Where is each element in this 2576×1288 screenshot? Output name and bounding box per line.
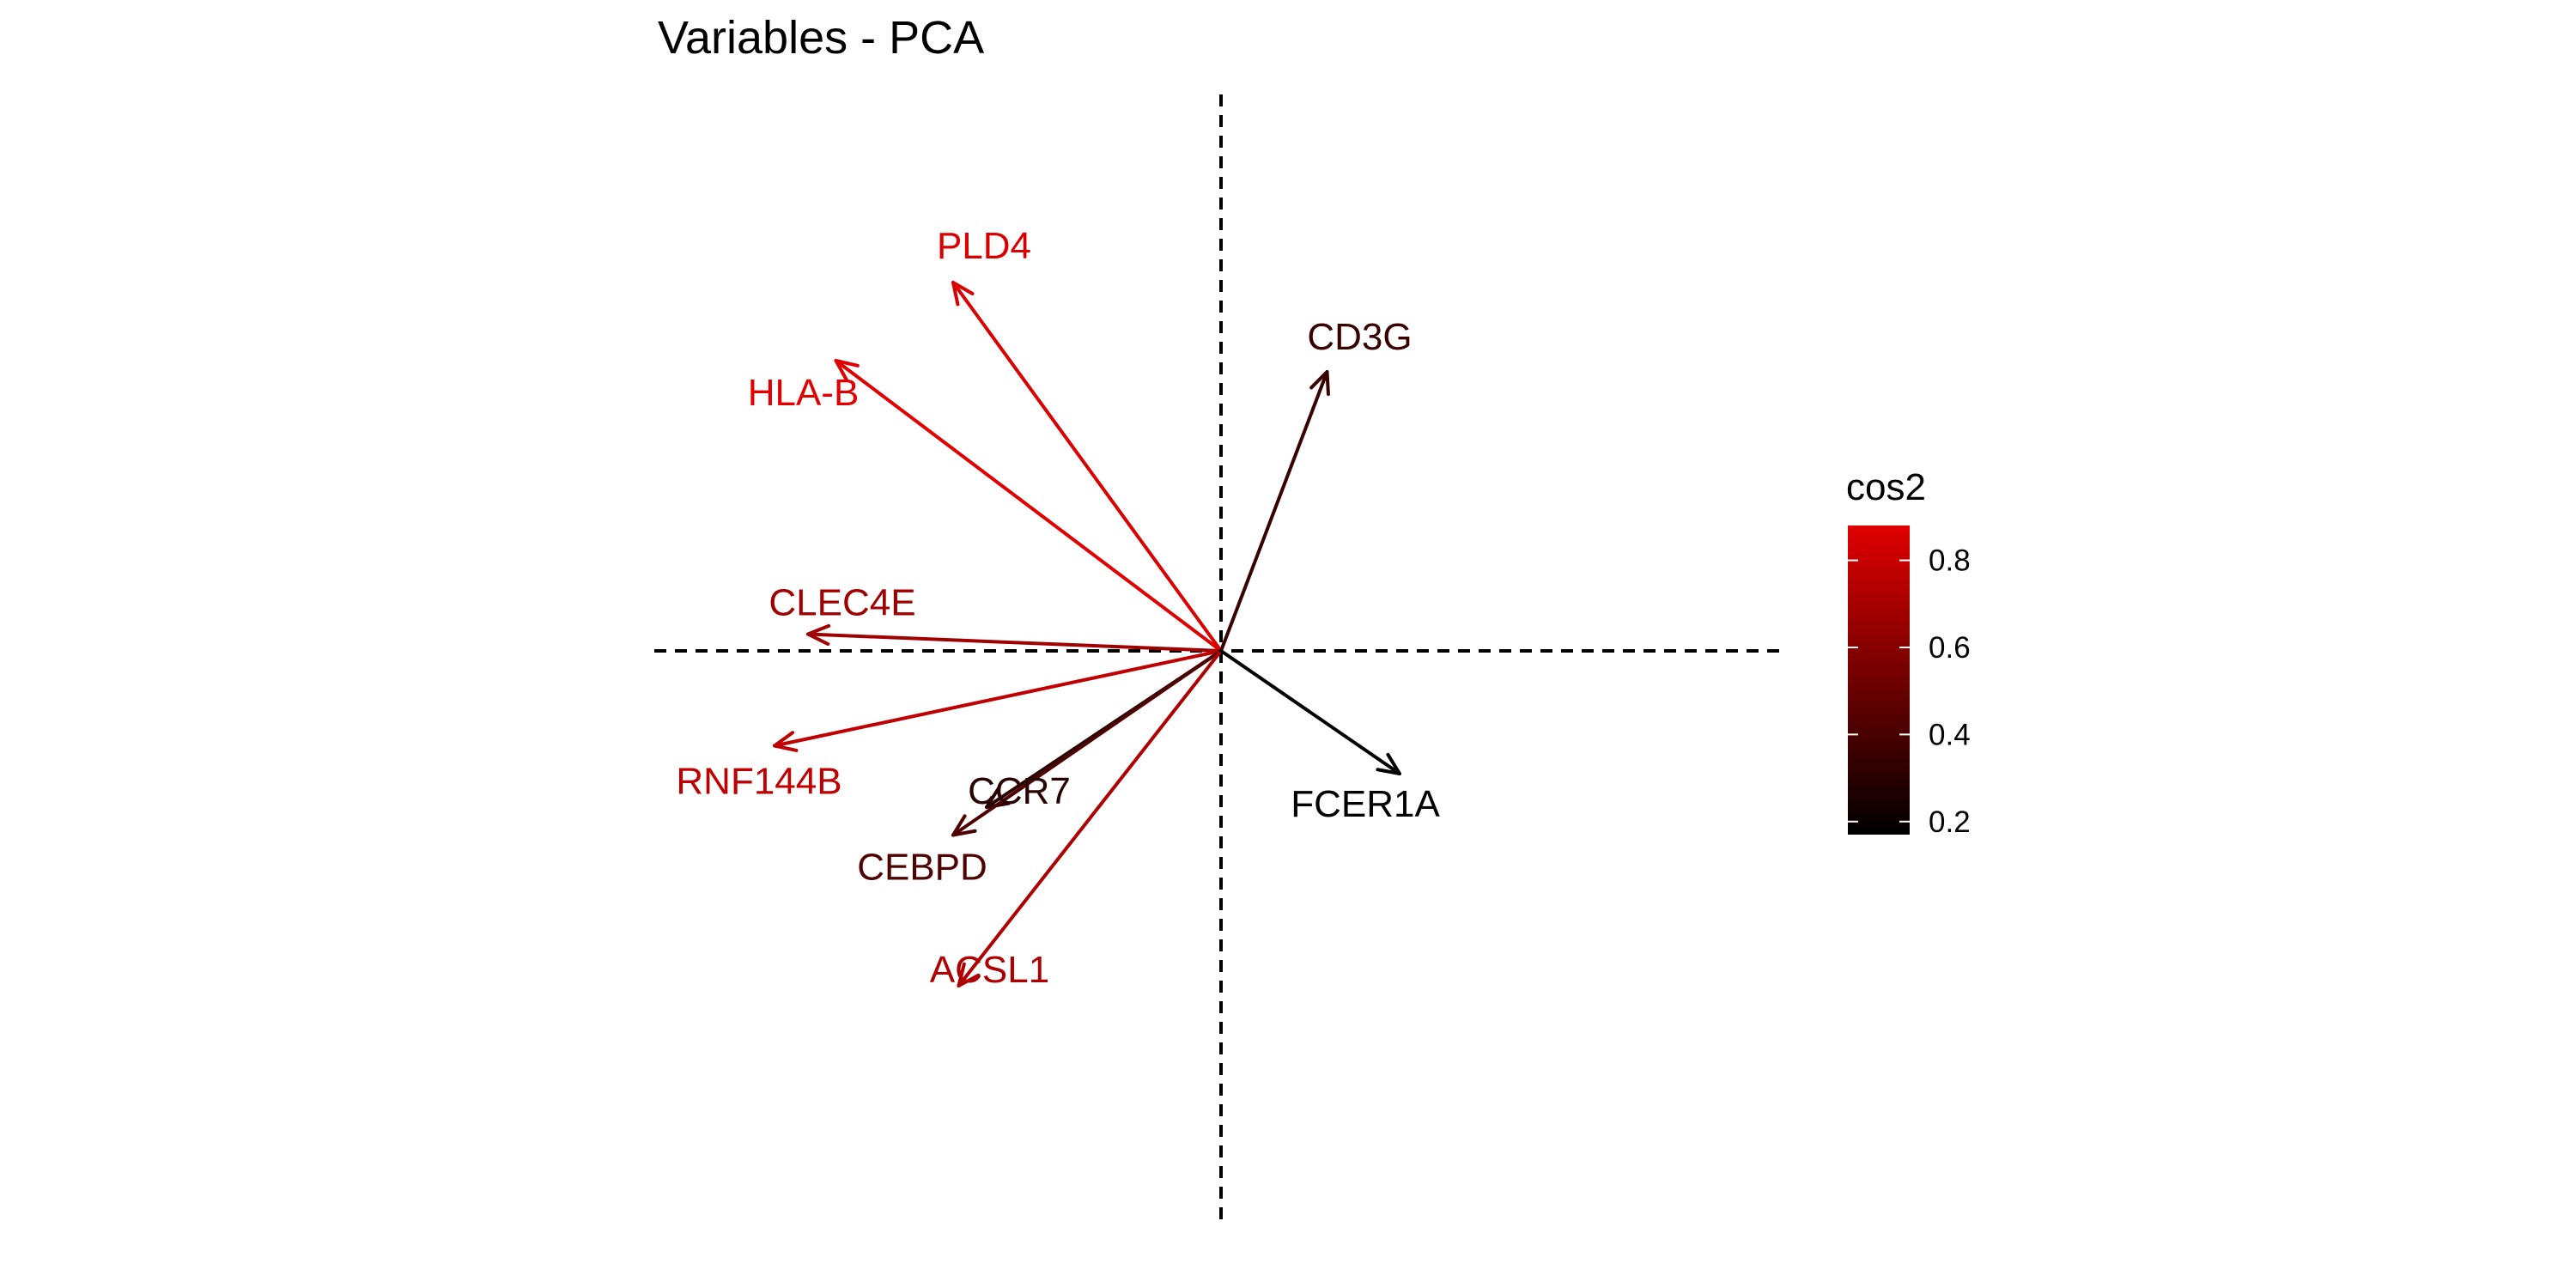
arrow-shaft-cebpd xyxy=(951,649,1223,837)
legend-title: cos2 xyxy=(1846,466,1926,508)
legend-tick-label: 0.4 xyxy=(1929,718,1971,751)
arrow-clec4e xyxy=(806,623,1223,653)
arrow-shaft-rnf144b xyxy=(773,649,1223,748)
arrow-head-cd3g xyxy=(1309,370,1330,396)
legend-ticks: 0.2 0.4 0.6 0.8 xyxy=(1848,544,1971,839)
arrow-head-clec4e xyxy=(806,623,831,647)
arrow-head-pld4 xyxy=(951,281,975,307)
arrow-cebpd xyxy=(951,649,1223,837)
label-acsl1: ACSL1 xyxy=(930,949,1049,991)
label-pld4: PLD4 xyxy=(937,225,1031,267)
arrow-hla-b xyxy=(834,359,1223,653)
arrow-cd3g xyxy=(1219,370,1330,653)
label-cd3g: CD3G xyxy=(1307,316,1412,358)
label-ccr7: CCR7 xyxy=(968,770,1071,812)
arrow-head-cebpd xyxy=(951,814,977,837)
label-hla-b: HLA-B xyxy=(748,372,860,414)
legend-colorbar xyxy=(1848,526,1910,835)
arrow-shaft-pld4 xyxy=(951,281,1223,653)
arrow-shaft-hla-b xyxy=(834,359,1223,653)
legend-tick-label: 0.8 xyxy=(1929,544,1971,578)
arrow-head-fcer1a xyxy=(1376,752,1401,775)
arrow-rnf144b xyxy=(773,649,1223,752)
arrow-head-rnf144b xyxy=(773,731,799,752)
cos2-legend: cos2 0.2 0.4 0.6 0.8 xyxy=(1846,466,1971,839)
arrow-head-ccr7 xyxy=(985,787,1011,809)
arrow-shaft-acsl1 xyxy=(957,649,1223,987)
arrow-head-acsl1 xyxy=(957,962,981,987)
legend-tick-label: 0.2 xyxy=(1929,805,1971,839)
arrow-acsl1 xyxy=(957,649,1223,987)
arrow-fcer1a xyxy=(1219,649,1401,775)
arrow-pld4 xyxy=(951,281,1223,653)
arrow-shaft-cd3g xyxy=(1219,370,1329,653)
label-rnf144b: RNF144B xyxy=(676,761,841,803)
arrow-shaft-clec4e xyxy=(806,632,1223,653)
arrow-head-hla-b xyxy=(834,359,860,382)
legend-tick-label: 0.6 xyxy=(1929,631,1971,665)
label-clec4e: CLEC4E xyxy=(769,582,915,624)
arrow-shaft-fcer1a xyxy=(1219,649,1401,775)
variable-arrows xyxy=(773,281,1401,987)
chart-title: Variables - PCA xyxy=(658,12,984,64)
label-cebpd: CEBPD xyxy=(857,847,987,889)
label-fcer1a: FCER1A xyxy=(1291,783,1440,825)
